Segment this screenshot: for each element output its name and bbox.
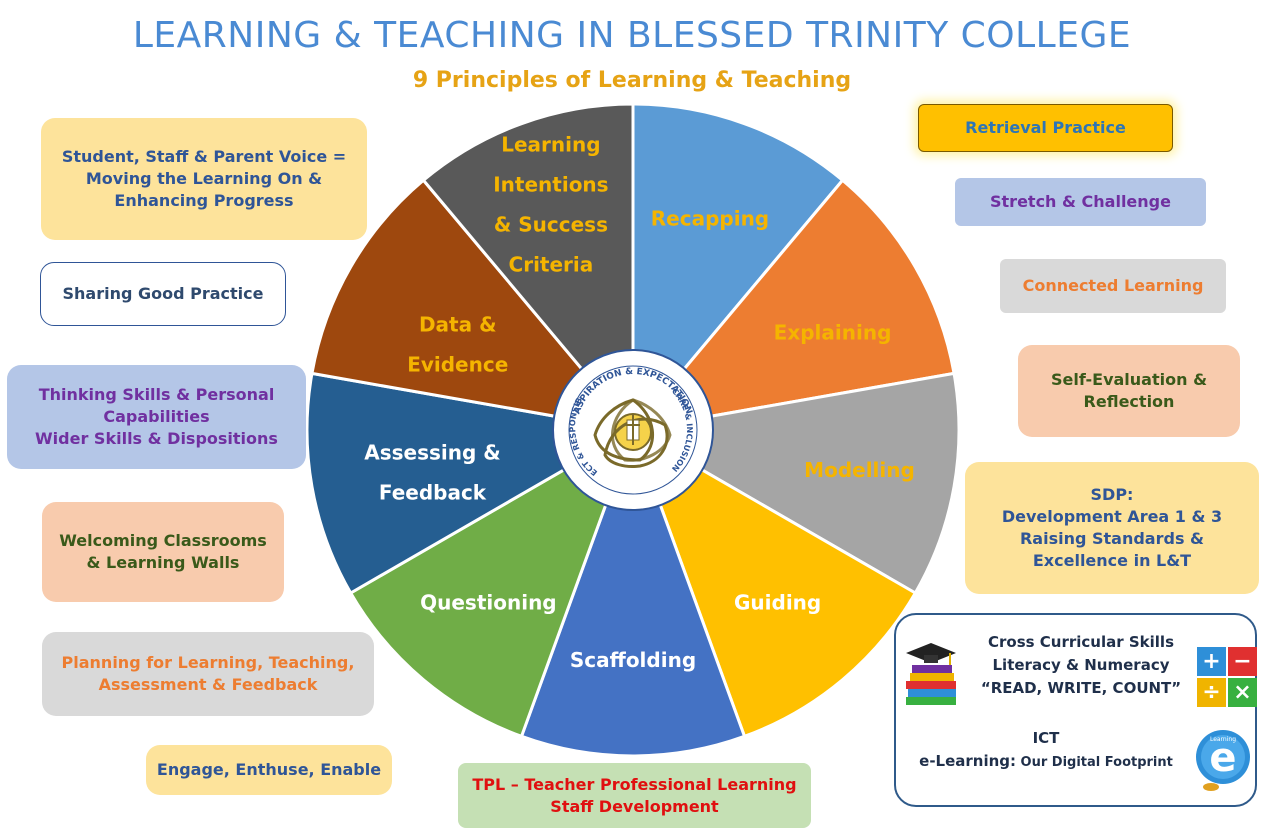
wheel-segment <box>421 102 635 435</box>
wheel-segment-label: Recapping <box>651 207 769 231</box>
box-line: Staff Development <box>550 796 719 816</box>
box-line: Student, Staff & Parent Voice = <box>61 147 347 166</box>
elearning-icon-letter: e <box>1209 735 1236 781</box>
wheel-segment <box>631 102 845 435</box>
cc-line: Literacy & Numeracy <box>992 656 1170 674</box>
ict-label: ICT <box>1032 729 1060 747</box>
cross-curricular-text: Cross Curricular Skills Literacy & Numer… <box>956 631 1206 700</box>
welcoming-classrooms-box: Welcoming Classrooms & Learning Walls <box>42 502 284 602</box>
wheel-segment-label: Data &Evidence <box>407 313 508 377</box>
elearning-icon-caption: Learning <box>1210 736 1236 743</box>
box-line: Wider Skills & Dispositions <box>35 429 278 448</box>
box-line: Connected Learning <box>1022 276 1204 295</box>
box-line: Enhancing Progress <box>114 191 294 210</box>
sdp-box: SDP: Development Area 1 & 3 Raising Standa… <box>965 462 1259 594</box>
box-line: SDP: <box>1090 485 1134 504</box>
box-line: & Learning Walls <box>86 553 240 572</box>
engage-enthuse-enable-box: Engage, Enthuse, Enable <box>146 745 392 795</box>
digital-footprint-label: Our Digital Footprint <box>1016 755 1173 770</box>
box-line: Raising Standards & <box>1019 529 1204 548</box>
box-line: Assessment & Feedback <box>98 675 318 694</box>
stretch-challenge-box: Stretch & Challenge <box>955 178 1206 226</box>
box-line: Moving the Learning On & <box>85 169 323 188</box>
plus-icon: + <box>1197 647 1226 676</box>
cross-curricular-box: Cross Curricular Skills Literacy & Numer… <box>894 613 1257 807</box>
wheel-segment <box>348 426 636 739</box>
box-line: Sharing Good Practice <box>62 284 264 303</box>
box-line: Engage, Enthuse, Enable <box>156 760 382 779</box>
box-line: Development Area 1 & 3 <box>1001 507 1223 526</box>
box-line: Welcoming Classrooms <box>59 531 267 550</box>
box-line: Reflection <box>1083 392 1175 411</box>
student-staff-parent-voice-box: Student, Staff & Parent Voice = Moving th… <box>41 118 367 240</box>
elearning-label: e-Learning: <box>919 752 1017 770</box>
box-line: Capabilities <box>103 407 210 426</box>
box-line: Stretch & Challenge <box>990 192 1171 211</box>
cc-line: “READ, WRITE, COUNT” <box>980 679 1182 697</box>
box-line: TPL – Teacher Professional Learning <box>472 774 797 794</box>
wheel-segment <box>628 371 961 596</box>
planning-box: Planning for Learning, Teaching, Assessme… <box>42 632 374 716</box>
box-line: Retrieval Practice <box>965 118 1126 137</box>
box-line: Self-Evaluation & <box>1050 370 1208 389</box>
wheel-segment-label: Modelling <box>804 458 915 482</box>
connected-learning-box: Connected Learning <box>1000 259 1226 313</box>
wheel-segment-label: Assessing &Feedback <box>364 441 500 505</box>
ict-text: ICT e-Learning: Our Digital Footprint <box>906 727 1186 774</box>
multiply-icon: × <box>1228 678 1257 707</box>
elearning-icon: e Learning <box>1196 730 1250 791</box>
wheel-segment <box>310 178 637 433</box>
wheel-segment-label: Questioning <box>420 590 557 614</box>
page-subtitle: 9 Principles of Learning & Teaching <box>412 68 852 93</box>
wheel-segment <box>519 425 747 758</box>
math-operations-icon: + − ÷ × <box>1197 647 1257 707</box>
box-line: Excellence in L&T <box>1032 551 1192 570</box>
wheel-segment-label: Scaffolding <box>570 648 696 672</box>
wheel-segment <box>629 178 956 433</box>
minus-icon: − <box>1228 647 1257 676</box>
wheel-segment-label: Guiding <box>734 590 821 614</box>
box-line: Planning for Learning, Teaching, <box>61 653 355 672</box>
sharing-good-practice-box: Sharing Good Practice <box>40 262 286 326</box>
box-line: Thinking Skills & Personal <box>38 385 275 404</box>
books-graduation-icon <box>906 643 956 705</box>
wheel-segment <box>630 426 918 739</box>
divide-icon: ÷ <box>1197 678 1226 707</box>
cc-line: Cross Curricular Skills <box>988 633 1174 651</box>
page-title: LEARNING & TEACHING IN BLESSED TRINITY C… <box>132 15 1132 56</box>
wheel-segment <box>305 371 638 596</box>
wheel-segment-label: Explaining <box>774 321 892 345</box>
self-evaluation-box: Self-Evaluation & Reflection <box>1018 345 1240 437</box>
retrieval-practice-box: Retrieval Practice <box>918 104 1173 152</box>
